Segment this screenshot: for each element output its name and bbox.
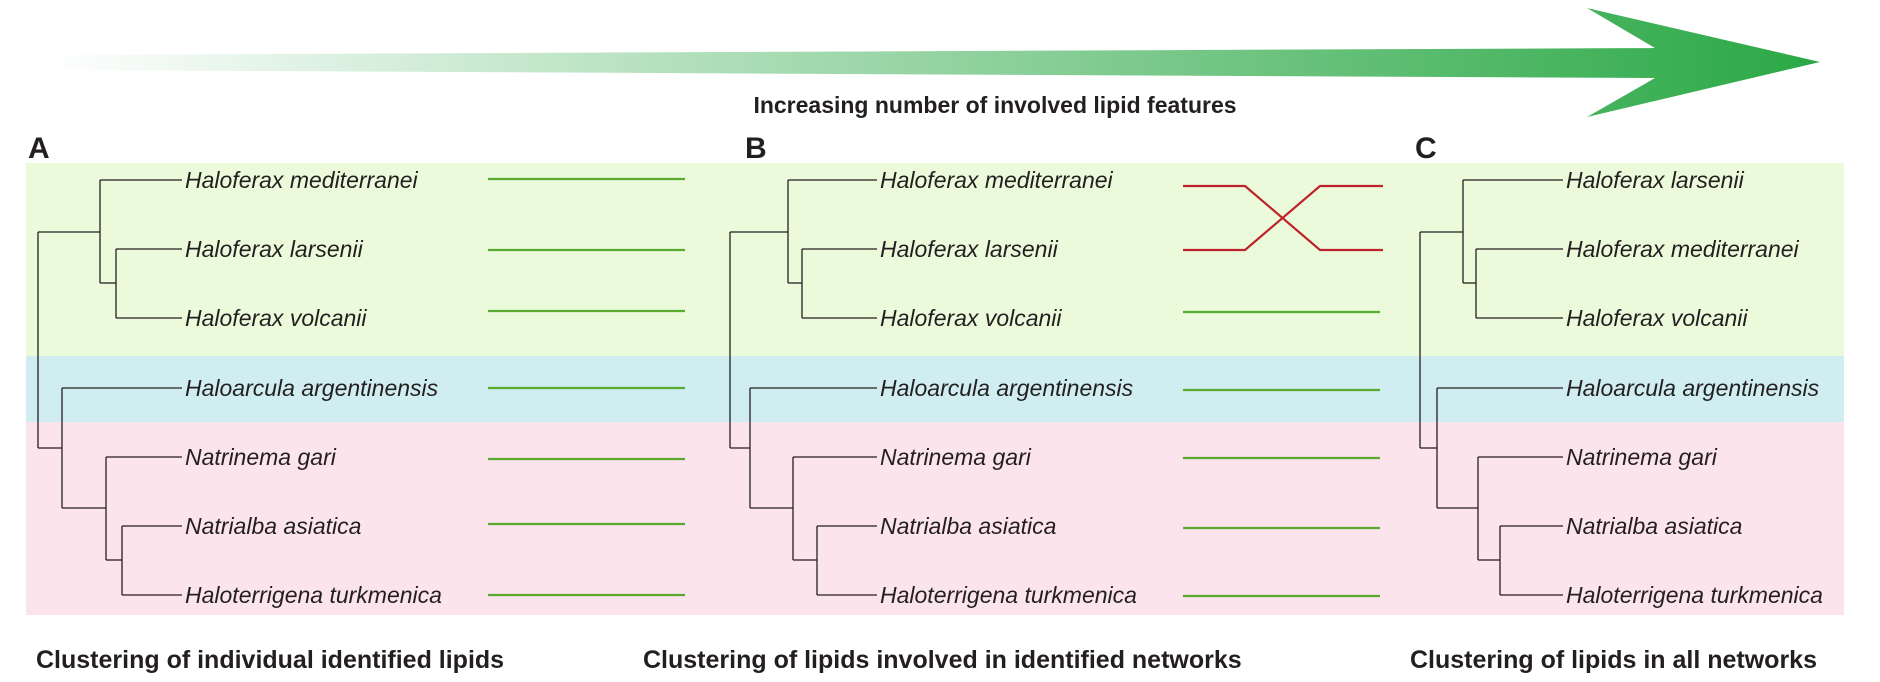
species-b-6: Natrialba asiatica bbox=[880, 513, 1057, 539]
band-haloarcula bbox=[26, 356, 1844, 422]
species-b-3: Haloferax volcanii bbox=[880, 305, 1062, 331]
panel-a-letter: A bbox=[28, 132, 50, 165]
tree-b bbox=[729, 179, 877, 596]
species-a-7: Haloterrigena turkmenica bbox=[185, 582, 442, 608]
panel-b-letter: B bbox=[745, 132, 767, 165]
species-c-5: Natrinema gari bbox=[1566, 444, 1717, 470]
species-b-2: Haloferax larsenii bbox=[880, 236, 1058, 262]
species-c-7: Haloterrigena turkmenica bbox=[1566, 582, 1823, 608]
band-haloferax bbox=[26, 163, 1844, 356]
species-a-1: Haloferax mediterranei bbox=[185, 167, 418, 193]
species-a-4: Haloarcula argentinensis bbox=[185, 375, 439, 401]
species-a-2: Haloferax larsenii bbox=[185, 236, 363, 262]
arrow-shape bbox=[45, 8, 1820, 117]
tree-c bbox=[1419, 179, 1563, 596]
species-b-4: Haloarcula argentinensis bbox=[880, 375, 1134, 401]
panel-c-letter: C bbox=[1415, 132, 1437, 165]
species-c-2: Haloferax mediterranei bbox=[1566, 236, 1799, 262]
connectors-bc bbox=[1183, 184, 1383, 598]
species-c-6: Natrialba asiatica bbox=[1566, 513, 1743, 539]
tree-a bbox=[37, 179, 182, 596]
species-c-1: Haloferax larsenii bbox=[1566, 167, 1744, 193]
species-b-1: Haloferax mediterranei bbox=[880, 167, 1113, 193]
connectors-ab bbox=[488, 177, 685, 597]
species-b-7: Haloterrigena turkmenica bbox=[880, 582, 1137, 608]
panel-c-caption: Clustering of lipids in all networks bbox=[1410, 646, 1817, 674]
connector-bc-swap-2 bbox=[1183, 184, 1383, 252]
species-a-3: Haloferax volcanii bbox=[185, 305, 367, 331]
panel-b-caption: Clustering of lipids involved in identif… bbox=[643, 646, 1242, 674]
species-c-4: Haloarcula argentinensis bbox=[1566, 375, 1820, 401]
panel-a-caption: Clustering of individual identified lipi… bbox=[36, 646, 505, 674]
species-b-5: Natrinema gari bbox=[880, 444, 1031, 470]
species-c-3: Haloferax volcanii bbox=[1566, 305, 1748, 331]
species-a-5: Natrinema gari bbox=[185, 444, 336, 470]
species-a-6: Natrialba asiatica bbox=[185, 513, 362, 539]
arrow-label: Increasing number of involved lipid feat… bbox=[753, 92, 1237, 118]
band-natrialbaceae bbox=[26, 422, 1844, 615]
